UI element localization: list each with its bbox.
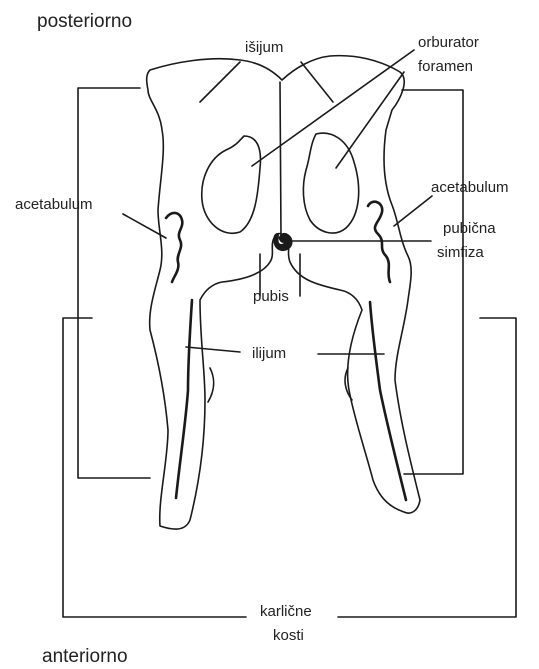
acetabulum-left-curve	[166, 213, 182, 282]
bracket-outer-left	[78, 88, 150, 478]
ilium-notch-left	[208, 368, 214, 402]
label-symphysis-line1: pubična	[443, 221, 496, 236]
label-pelvic-line2: kosti	[273, 628, 304, 643]
leader-acetabulum-right	[394, 196, 432, 226]
leader-obturator-2	[336, 72, 404, 168]
label-acetabulum-right: acetabulum	[431, 180, 509, 195]
label-anterior: anteriorno	[42, 647, 128, 666]
label-obturator-line2: foramen	[418, 59, 473, 74]
leader-obturator-1	[252, 50, 414, 166]
acetabulum-right-curve	[368, 202, 390, 282]
symphysis-knob	[274, 233, 292, 250]
label-ischium: išijum	[245, 40, 283, 55]
label-acetabulum-left: acetabulum	[15, 197, 93, 212]
leader-ilium-left	[186, 347, 240, 352]
bracket-pelvic-right	[338, 318, 516, 617]
obturator-foramen-left	[202, 136, 261, 233]
leader-ischium-left	[200, 62, 240, 102]
label-pelvic-line1: karlične	[260, 604, 312, 619]
ilium-line-right	[370, 302, 406, 500]
label-posterior: posteriorno	[37, 12, 132, 31]
bracket-pelvic-left	[63, 318, 246, 617]
label-pubis: pubis	[253, 289, 289, 304]
label-ilium: ilijum	[252, 346, 286, 361]
label-symphysis-line2: simfiza	[437, 245, 484, 260]
midline	[280, 82, 281, 236]
label-obturator-line1: orburator	[418, 35, 479, 50]
ilium-line-left	[176, 300, 192, 498]
leader-ischium-right	[301, 62, 333, 102]
